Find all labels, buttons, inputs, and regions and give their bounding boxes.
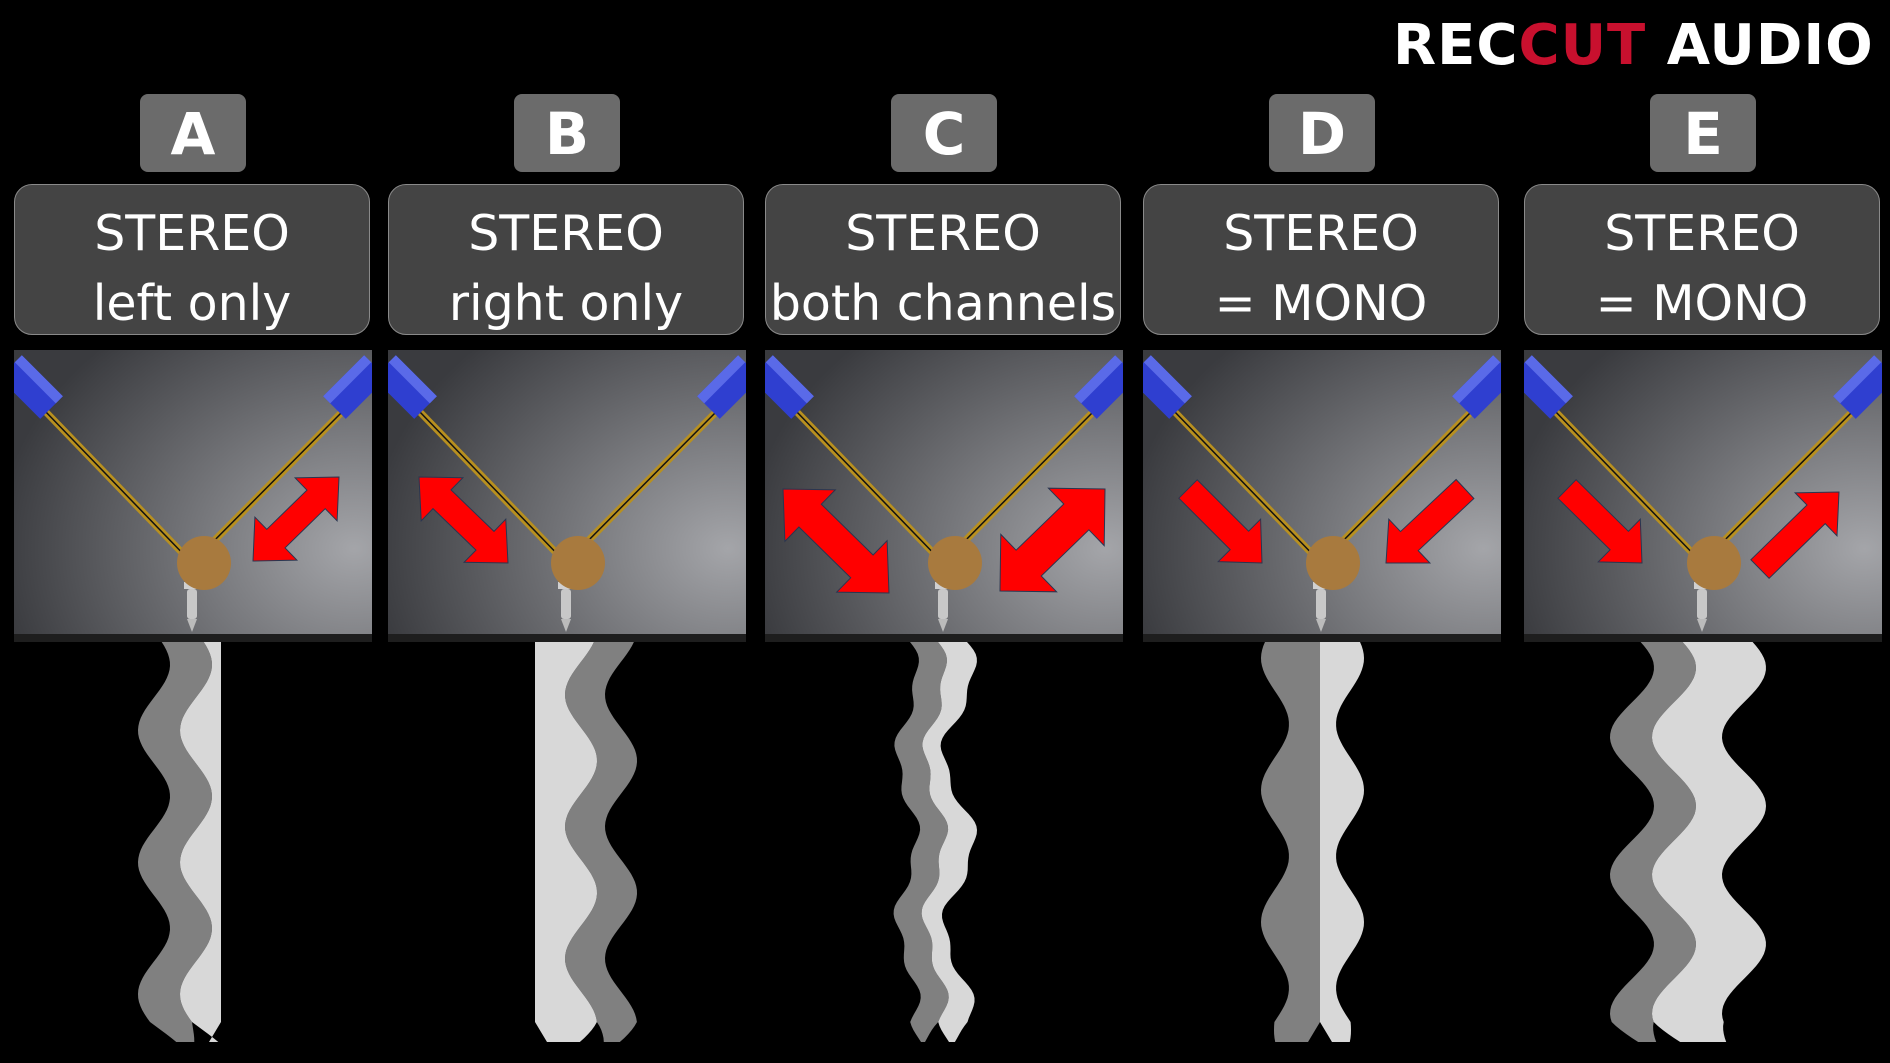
panel-label-line1: STEREO xyxy=(94,205,290,262)
panel-label-line1: STEREO xyxy=(1604,205,1800,262)
microphone-hub xyxy=(1687,536,1741,590)
double-arrow xyxy=(418,476,509,564)
panel-letter-badge: E xyxy=(1650,94,1756,172)
left-channel-wave xyxy=(1610,642,1696,1042)
floor-strip xyxy=(1143,634,1501,642)
arrow xyxy=(1750,491,1840,580)
left-channel-wave xyxy=(893,642,949,1042)
recut-audio-logo: RECCUT AUDIO xyxy=(1393,14,1874,78)
double-arrow xyxy=(782,488,890,594)
panel-e: E STEREO = MONO xyxy=(1524,0,1882,1063)
panel-label-line1: STEREO xyxy=(1223,205,1419,262)
right-capsule xyxy=(1074,355,1123,419)
right-channel-wave xyxy=(921,642,977,1042)
panel-label-line2: = MONO xyxy=(1214,275,1428,332)
panel-label-box: STEREO = MONO xyxy=(1524,184,1880,335)
panel-letter-badge: B xyxy=(514,94,620,172)
double-arrow xyxy=(999,487,1106,593)
waveform xyxy=(893,642,977,1042)
left-capsule xyxy=(1143,355,1192,419)
microphone-diagram xyxy=(388,350,746,642)
microphone-diagram xyxy=(14,350,372,642)
panel-label-line1: STEREO xyxy=(845,205,1041,262)
right-capsule xyxy=(1833,355,1882,419)
floor-strip xyxy=(765,634,1123,642)
panel-label-line2: left only xyxy=(92,275,292,332)
left-capsule xyxy=(1524,355,1573,419)
waveform xyxy=(1610,642,1766,1042)
arrow xyxy=(1557,478,1643,564)
microphone-hub xyxy=(551,536,605,590)
double-arrow xyxy=(252,476,340,562)
panel-label-line1: STEREO xyxy=(468,205,664,262)
right-capsule xyxy=(697,355,746,419)
arrow xyxy=(1178,479,1263,564)
right-capsule xyxy=(1452,355,1501,419)
left-channel-wave xyxy=(1261,642,1320,1042)
microphone-diagram xyxy=(1524,350,1882,642)
panel-label-box: STEREO left only xyxy=(14,184,370,335)
waveform xyxy=(535,642,637,1042)
microphone-hub xyxy=(1306,536,1360,590)
left-capsule xyxy=(388,355,437,419)
panel-d: D STEREO = MONO xyxy=(1143,0,1501,1063)
panel-c: C STEREO both channels xyxy=(765,0,1123,1063)
microphone-hub xyxy=(177,536,231,590)
logo-rec: REC xyxy=(1393,13,1519,78)
right-capsule xyxy=(323,355,372,419)
panel-label-line2: = MONO xyxy=(1595,275,1809,332)
floor-strip xyxy=(14,634,372,642)
floor-strip xyxy=(388,634,746,642)
waveform xyxy=(1261,642,1364,1042)
left-channel-wave xyxy=(535,642,597,1042)
right-channel-wave xyxy=(1320,642,1364,1042)
left-capsule xyxy=(14,355,63,419)
right-channel-wave xyxy=(565,642,637,1042)
panel-letter-badge: D xyxy=(1269,94,1375,172)
logo-cut: CUT xyxy=(1518,13,1647,78)
microphone-hub xyxy=(928,536,982,590)
panel-label-line2: both channels xyxy=(769,275,1117,332)
panel-b: B STEREO right only xyxy=(388,0,746,1063)
panel-letter-badge: A xyxy=(140,94,246,172)
panel-letter-badge: C xyxy=(891,94,997,172)
panel-label-box: STEREO = MONO xyxy=(1143,184,1499,335)
floor-strip xyxy=(1524,634,1882,642)
microphone-diagram xyxy=(765,350,1123,642)
right-channel-wave xyxy=(1652,642,1766,1042)
panel-label-box: STEREO both channels xyxy=(765,184,1121,335)
panel-label-box: STEREO right only xyxy=(388,184,744,335)
panel-label-line2: right only xyxy=(448,275,684,332)
right-channel-wave xyxy=(180,642,221,1042)
panel-a: A STEREO left only xyxy=(14,0,372,1063)
logo-audio: AUDIO xyxy=(1666,13,1874,78)
left-capsule xyxy=(765,355,814,419)
microphone-diagram xyxy=(1143,350,1501,642)
arrow xyxy=(1385,478,1475,564)
left-channel-wave xyxy=(138,642,212,1042)
waveform xyxy=(138,642,221,1042)
